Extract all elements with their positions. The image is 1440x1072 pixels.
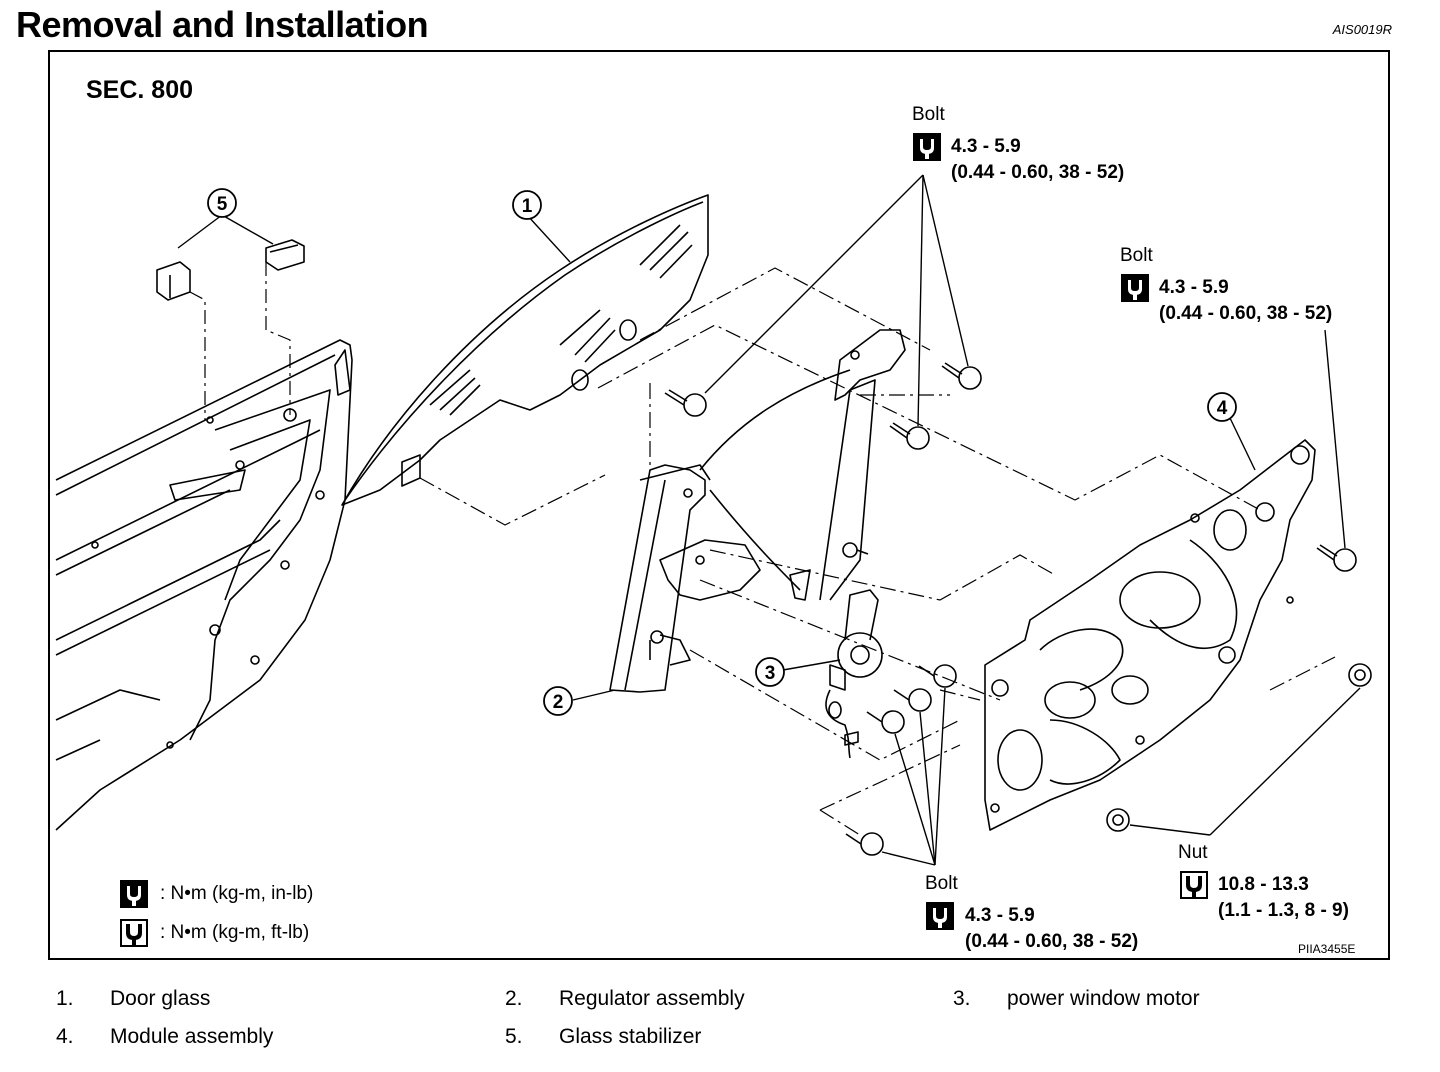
part-number: 3.: [953, 987, 971, 1010]
page-title: Removal and Installation: [16, 4, 429, 45]
part-number: 1.: [56, 987, 74, 1010]
power-window-motor: [825, 589, 883, 759]
bolt-top-torque: 4.3 - 5.9: [951, 136, 1021, 157]
door-glass: [341, 194, 709, 506]
callout-number-3-text: 3: [765, 663, 776, 684]
part-number: 2.: [505, 987, 523, 1010]
callout-number-1: 1: [512, 190, 542, 220]
nut-torque: 10.8 - 13.3: [1218, 874, 1309, 895]
torque-wrench-icon: [926, 902, 954, 930]
callout-number-1-text: 1: [522, 196, 533, 217]
bolt-bottom-units: (0.44 - 0.60, 38 - 52): [965, 931, 1139, 952]
figure-code: PIIA3455E: [1298, 942, 1356, 956]
torque-wrench-icon: [913, 133, 941, 161]
callout-number-2-text: 2: [553, 692, 564, 713]
bolt-right-torque: 4.3 - 5.9: [1159, 277, 1229, 298]
fasteners: [650, 362, 1372, 856]
bolt-bottom-label: Bolt: [925, 873, 958, 894]
callout-number-5: 5: [207, 188, 237, 218]
callout-number-3: 3: [755, 657, 785, 687]
reference-code: AIS0019R: [1332, 22, 1392, 37]
nut-label: Nut: [1178, 842, 1208, 863]
legend-in-lb-text: : N•m (kg-m, in-lb): [160, 883, 314, 904]
callout-number-2: 2: [543, 686, 573, 716]
part-name: power window motor: [1007, 987, 1200, 1010]
door-panel: [55, 339, 353, 831]
callout-number-5-text: 5: [217, 194, 228, 215]
part-name: Regulator assembly: [559, 987, 745, 1010]
part-name: Door glass: [110, 987, 211, 1010]
nut-units: (1.1 - 1.3, 8 - 9): [1218, 900, 1349, 921]
legend-ft-lb-text: : N•m (kg-m, ft-lb): [160, 922, 310, 943]
torque-wrench-icon: [120, 880, 148, 908]
torque-wrench-ft-icon: [1180, 871, 1208, 899]
glass-stabilizer: [156, 239, 305, 301]
bolt-right-units: (0.44 - 0.60, 38 - 52): [1159, 303, 1333, 324]
part-number: 5.: [505, 1025, 523, 1048]
bolt-right-label: Bolt: [1120, 245, 1153, 266]
module-assembly: [984, 439, 1316, 831]
bolt-bottom-torque: 4.3 - 5.9: [965, 905, 1035, 926]
part-name: Module assembly: [110, 1025, 274, 1048]
diagram-frame: [48, 50, 1390, 960]
part-name: Glass stabilizer: [559, 1025, 702, 1048]
torque-wrench-icon: [1121, 274, 1149, 302]
regulator-assembly: [609, 329, 906, 693]
callout-number-4-text: 4: [1217, 398, 1228, 419]
part-number: 4.: [56, 1025, 74, 1048]
callout-number-4: 4: [1207, 392, 1237, 422]
bolt-top-units: (0.44 - 0.60, 38 - 52): [951, 162, 1125, 183]
torque-wrench-ft-icon: [120, 919, 148, 947]
bolt-top-label: Bolt: [912, 104, 945, 125]
section-label: SEC. 800: [86, 76, 194, 104]
